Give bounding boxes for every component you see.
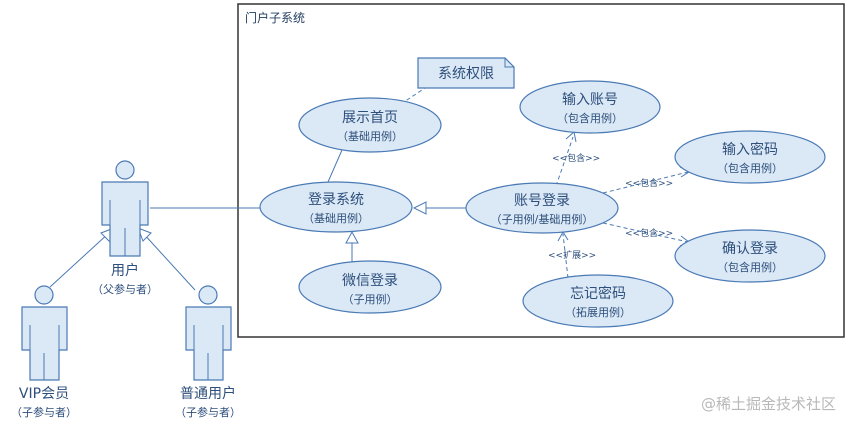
use-case-subtitle: （子用例/基础用例） [491,212,594,226]
actor-name: 用户 [111,262,139,279]
use-case-title: 展示首页 [342,110,398,126]
use-case-login: 登录系统 （基础用例） [259,181,413,233]
use-case-subtitle: （基础用例） [337,129,403,143]
use-case-subtitle: （子用例） [343,292,398,306]
include-input-account [555,136,574,187]
actor-name: VIP会员 [19,386,69,402]
extend-label: <<扩展>> [548,249,596,261]
actor-name: 普通用户 [180,385,236,402]
use-case-title: 输入账号 [562,92,618,108]
actor-vip-icon [21,285,68,381]
note-label: 系统权限 [438,66,494,82]
actor-role: （子参与者） [175,405,241,419]
use-case-wechat: 微信登录 （子用例） [298,260,442,314]
use-case-title: 微信登录 [342,273,398,289]
use-case-confirm: 确认登录 （包含用例） [674,229,826,283]
generalization-normal-user [141,231,196,291]
use-case-account: 账号登录 （子用例/基础用例） [465,182,619,234]
use-case-input-account: 输入账号 （包含用例） [519,80,661,134]
include-confirm [602,222,689,243]
generalization-arrowhead [345,230,359,244]
use-case-forgot: 忘记密码 （拓展用例） [522,274,674,328]
include-label: <<包含>> [552,152,600,164]
include-input-password [602,171,689,194]
use-case-subtitle: （基础用例） [303,211,369,225]
watermark: @稀土掘金技术社区 [701,395,836,413]
use-case-title: 忘记密码 [570,285,626,302]
actor-role: （子参与者） [11,405,77,419]
use-case-subtitle: （包含用例） [717,260,783,274]
connectors [49,87,690,291]
note-connector [394,87,426,109]
use-case-title: 输入密码 [722,141,778,158]
extend-forgot-account [562,233,569,279]
actor-role: （父参与者） [92,282,158,296]
system-label: 门户子系统 [245,10,305,25]
use-case-title: 登录系统 [308,192,364,208]
use-case-subtitle: （拓展用例） [565,305,631,319]
actor-normal-user-icon [185,285,232,381]
use-case-subtitle: （包含用例） [557,111,623,125]
use-case-subtitle: （包含用例） [717,161,783,175]
include-label: <<包含>> [625,177,673,189]
generalization-vip-user [49,231,111,288]
use-case-title: 确认登录 [722,241,778,257]
actor-normal-user: 普通用户 （子参与者） [175,285,241,419]
use-case-home: 展示首页 （基础用例） [298,97,442,153]
actor-user-icon [101,160,149,257]
association-home-login [327,149,343,183]
note-system-permission: 系统权限 [417,57,515,89]
actor-user: 用户 （父参与者） [92,160,158,296]
use-case-input-password: 输入密码 （包含用例） [674,130,826,184]
include-label: <<包含>> [625,227,673,239]
generalization-arrowhead [412,201,427,215]
actor-vip: VIP会员 （子参与者） [11,285,77,419]
use-case-title: 账号登录 [514,193,570,209]
